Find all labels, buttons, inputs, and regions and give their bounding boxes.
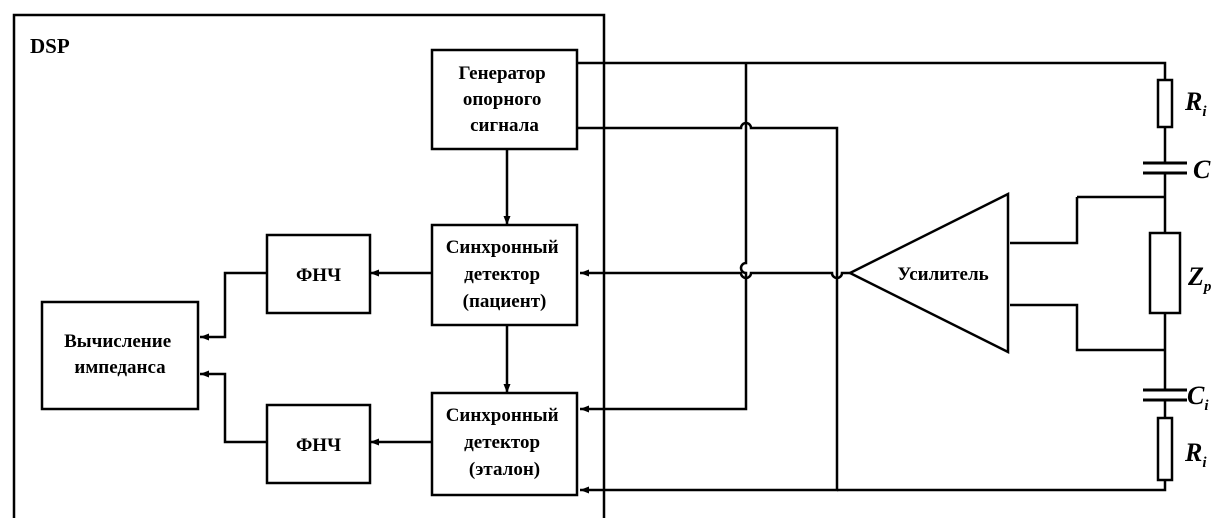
lpf-bottom-label: ФНЧ [296,435,341,456]
wire-tap-reference [580,63,748,413]
impedance-calc-label: Вычисление импеданса [64,331,176,378]
amplifier-label: Усилитель [897,264,988,285]
label-ri-top: Ri [1184,87,1207,120]
wire-node-top-to-amp [1010,195,1165,245]
sync-detector-patient-label: Синхронный детектор (пациент) [446,237,564,312]
wire-gen-lower [577,121,839,465]
wire-amp-to-patient [580,269,850,280]
impedance-calc-block [40,300,200,411]
wire-bottom-rail [837,480,1167,492]
lpf-bottom-block [265,403,372,485]
resistor-ri-top [1156,78,1174,129]
lpf-top-label: ФНЧ [296,265,341,286]
resistor-ri-bottom [1156,416,1174,482]
arrow-lpf-top-to-calc [200,271,267,341]
label-c-top: C [1193,155,1211,184]
sync-detector-reference-block [430,391,579,497]
amplifier [847,191,1010,355]
wire-node-bottom-to-amp [1010,303,1165,352]
dsp-label: DSP [30,34,70,58]
impedance-zp [1148,231,1182,315]
generator-block [430,48,579,151]
arrow-lpf-bottom-to-calc [200,370,267,444]
wire-to-reference-bottom [580,465,839,494]
wire-gen-top-rail [577,61,1167,80]
sync-detector-patient-block [430,223,579,327]
sync-detector-reference-label: Синхронный детектор (эталон) [446,405,564,480]
dsp-frame [12,13,606,518]
generator-label: Генератор опорного сигнала [459,63,551,136]
label-ri-bottom: Ri [1184,438,1207,471]
lpf-top-block [265,233,372,315]
label-ci-bottom: Ci [1187,381,1209,414]
label-zp: Zp [1187,262,1212,295]
